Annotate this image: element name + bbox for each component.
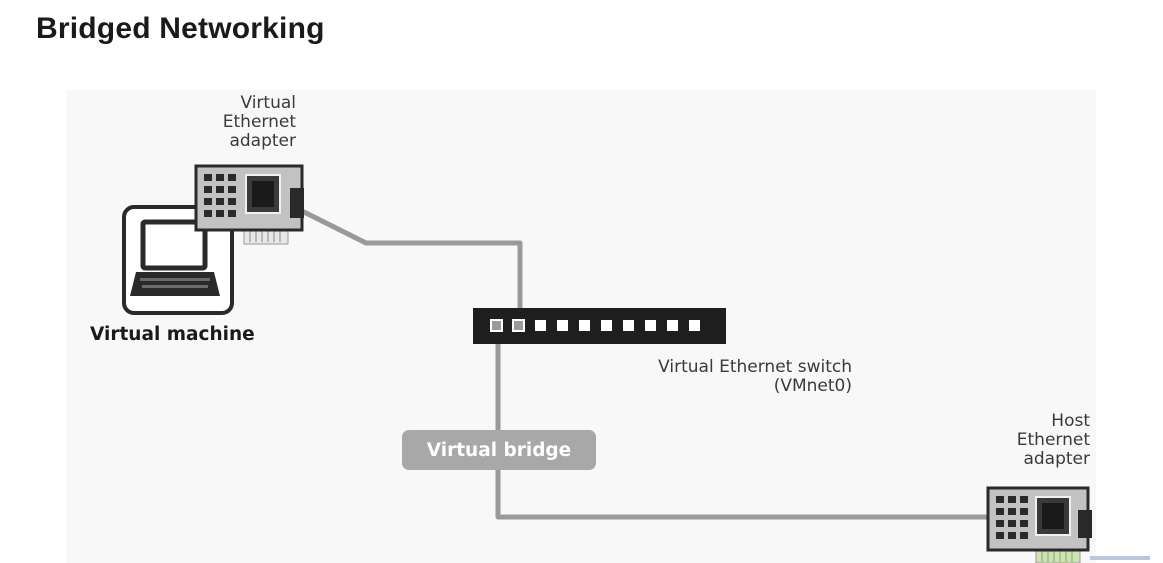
switch-label-line: Virtual Ethernet switch	[658, 357, 852, 377]
vm-to-switch-wire	[298, 207, 523, 322]
switch-port	[689, 320, 700, 331]
switch-port	[579, 320, 590, 331]
virtual-machine-label: Virtual machine	[90, 324, 255, 345]
virtual-bridge-badge: Virtual bridge	[402, 430, 596, 470]
switch-label: Virtual Ethernet switch (VMnet0)	[600, 358, 852, 396]
switch-port	[535, 320, 546, 331]
host-adapter-label: Host Ethernet adapter	[990, 412, 1090, 469]
switch-port	[645, 320, 656, 331]
switch-label-line: (VMnet0)	[773, 376, 852, 396]
switch-port	[601, 320, 612, 331]
switch-port	[557, 320, 568, 331]
vm-adapter-label-line: Virtual	[240, 93, 296, 113]
host-adapter-label-line: adapter	[1023, 449, 1090, 469]
host-adapter-label-line: Host	[1051, 411, 1090, 431]
switch-port-connected	[512, 319, 525, 332]
host-adapter-label-line: Ethernet	[1016, 430, 1090, 450]
switch-port-connected	[490, 319, 503, 332]
switch-port	[623, 320, 634, 331]
vm-adapter-label: Virtual Ethernet adapter	[196, 94, 296, 151]
switch-port	[667, 320, 678, 331]
vm-adapter-label-line: adapter	[229, 131, 296, 151]
page-title: Bridged Networking	[36, 12, 325, 45]
vm-adapter-label-line: Ethernet	[222, 112, 296, 132]
switch-to-host-wire	[495, 322, 988, 520]
